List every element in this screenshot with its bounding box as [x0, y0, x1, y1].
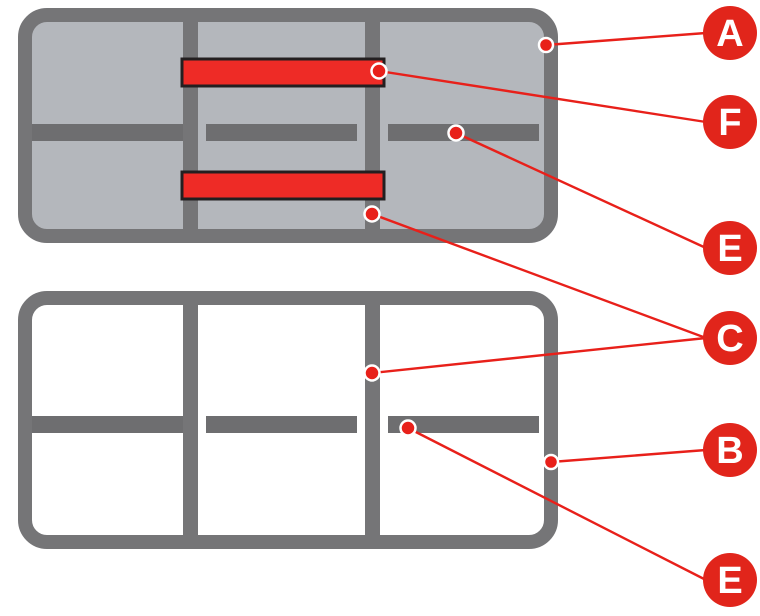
panel-bottom	[18, 291, 558, 549]
panel-bottom-frame	[18, 291, 558, 549]
leader-line-a	[545, 31, 707, 47]
panel-top-divider-horizontal-col1	[32, 124, 183, 141]
callout-label-e-lower: E	[717, 560, 742, 602]
callout-badge-b[interactable]: B	[703, 423, 757, 477]
callout-badge-a[interactable]: A	[703, 6, 757, 60]
anchor-dots	[363, 36, 560, 471]
highlight-bar-upper	[180, 57, 386, 88]
anchor-dot-b	[542, 453, 560, 471]
leader-line-b	[550, 448, 707, 464]
panel-bottom-divider-vertical-2	[365, 298, 380, 542]
callout-circle-f[interactable]	[703, 95, 757, 149]
panel-top	[18, 8, 558, 243]
callout-label-a: A	[716, 13, 743, 55]
panel-top-divider-vertical-1	[183, 15, 198, 236]
panel-top-divider-vertical-2	[365, 15, 380, 236]
leader-lines	[371, 31, 707, 582]
callout-circle-c[interactable]	[703, 311, 757, 365]
callout-label-c: C	[716, 318, 743, 360]
panel-top-frame	[18, 8, 558, 243]
anchor-dot-c-lower	[363, 364, 381, 382]
callout-label-f: F	[718, 102, 741, 144]
panel-bottom-divider-horizontal-col3	[388, 416, 539, 433]
leader-line-f	[378, 69, 707, 124]
panel-bottom-divider-horizontal-col1	[32, 416, 183, 433]
callout-circle-e-lower[interactable]	[703, 553, 757, 607]
callout-circle-b[interactable]	[703, 423, 757, 477]
callout-badge-c[interactable]: C	[703, 311, 757, 365]
anchor-dot-e-lower	[399, 419, 417, 437]
callout-label-e-upper: E	[717, 228, 742, 270]
leader-line-c-upper	[371, 212, 707, 340]
anchor-dot-c-upper	[363, 205, 381, 223]
leader-line-e-lower	[407, 426, 707, 582]
panel-bottom-divider-vertical-1	[183, 298, 198, 542]
callout-label-b: B	[716, 430, 743, 472]
panel-bottom-divider-horizontal-col2	[206, 416, 357, 433]
leader-line-e-upper	[455, 131, 707, 250]
anchor-dot-e-upper	[447, 124, 465, 142]
callout-badge-e-upper[interactable]: E	[703, 221, 757, 275]
highlight-bar-lower	[180, 170, 386, 201]
panel-top-divider-horizontal-col2	[206, 124, 357, 141]
callout-badge-e-lower[interactable]: E	[703, 553, 757, 607]
callout-badge-f[interactable]: F	[703, 95, 757, 149]
anchor-dot-a	[537, 36, 555, 54]
callout-circle-a[interactable]	[703, 6, 757, 60]
callout-circle-e-upper[interactable]	[703, 221, 757, 275]
leader-line-c-lower	[371, 336, 707, 375]
anchor-dot-f	[370, 62, 388, 80]
